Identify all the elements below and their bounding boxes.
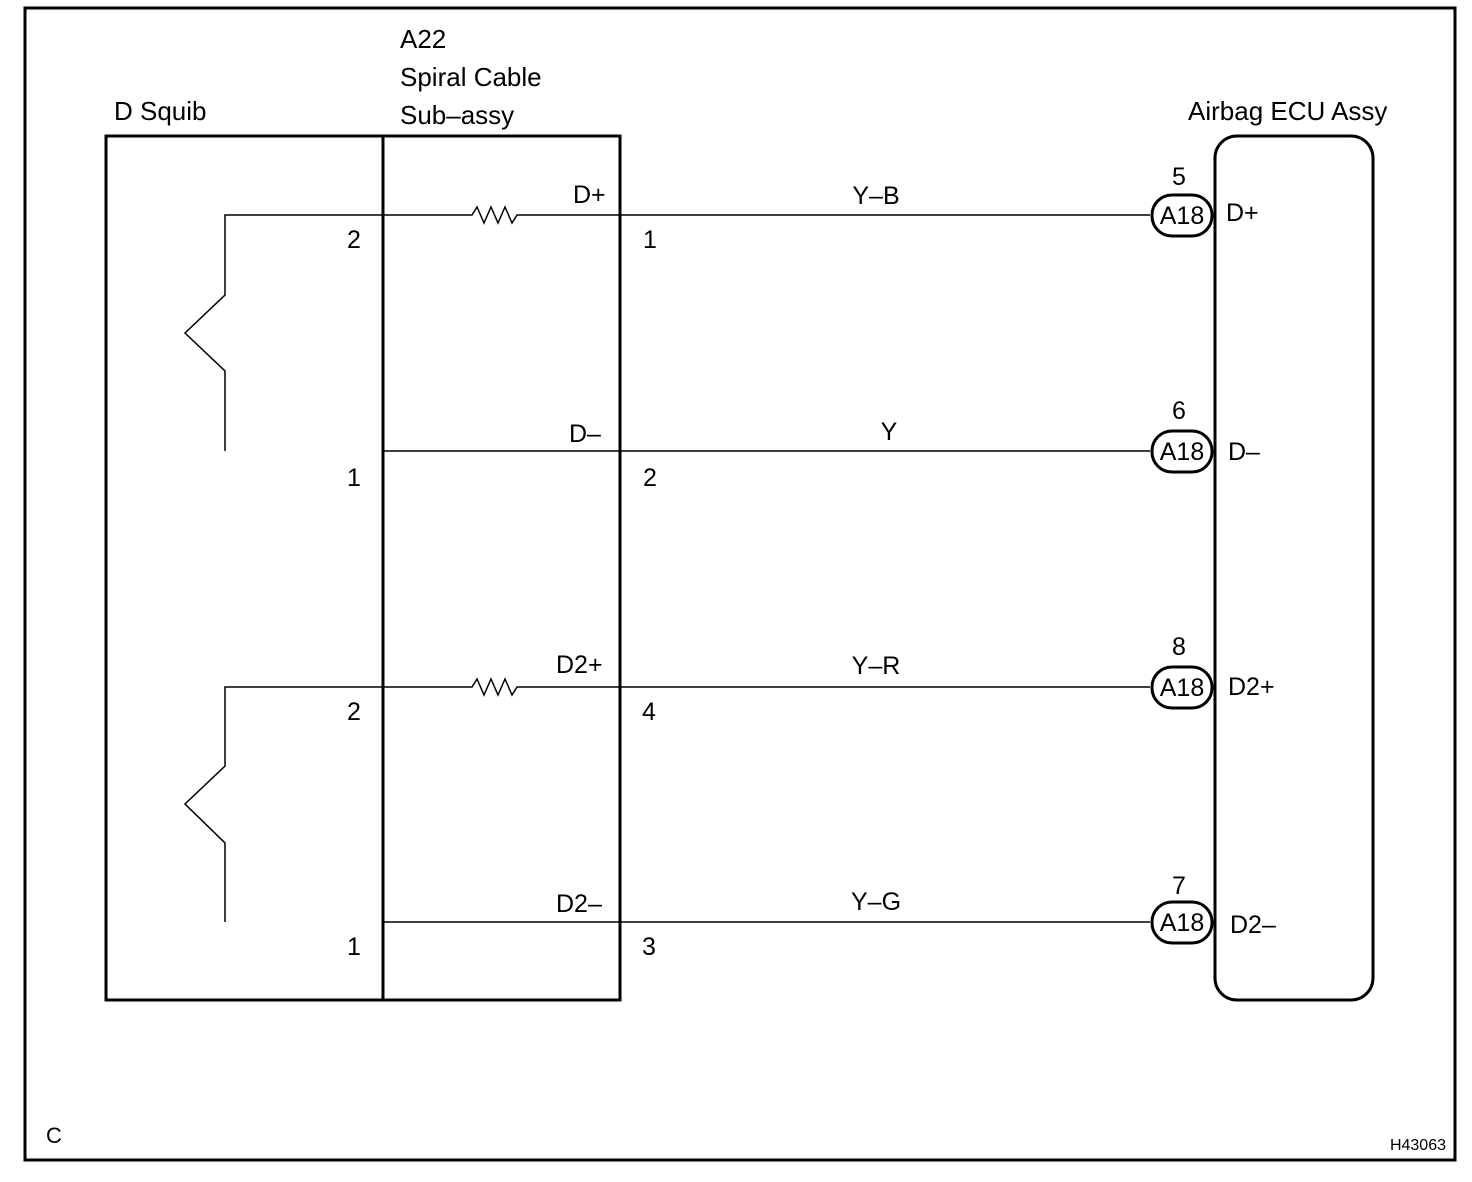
wire-color-label: Y	[881, 418, 898, 446]
ecu-label: Airbag ECU Assy	[1188, 96, 1387, 126]
squib-element-1	[183, 214, 383, 451]
spiral-signal-label: D2+	[556, 651, 603, 679]
ecu-box	[1213, 134, 1375, 1002]
spiral-signal-label: D2–	[556, 890, 602, 918]
squib-label: D Squib	[114, 96, 207, 126]
figure-id: H43063	[1390, 1137, 1446, 1154]
spiral-pin-label: 1	[643, 226, 657, 254]
connector-label: A18	[1160, 674, 1204, 702]
spiral-cable-label-2: Spiral Cable	[400, 62, 542, 92]
wire-color-label: Y–G	[851, 888, 901, 916]
ecu-terminal-label: D2+	[1228, 673, 1275, 701]
wire-color-label: Y–R	[852, 652, 901, 680]
ecu-terminal-label: D+	[1226, 199, 1259, 227]
wire-color-label: Y–B	[852, 182, 899, 210]
wire-d2-plus	[383, 677, 1150, 697]
ecu-pin-number: 6	[1172, 397, 1186, 425]
connector-oval	[1150, 193, 1214, 238]
circuit-d-plus: 2 D+ 1 Y–B 5 A18 D+	[347, 163, 1259, 254]
diagram-frame	[23, 6, 1457, 1162]
squib-pin-label: 2	[347, 698, 361, 726]
spiral-cable-label-3: Sub–assy	[400, 100, 514, 130]
connector-oval	[1150, 429, 1214, 474]
squib-pin-label: 2	[347, 226, 361, 254]
squib-pin-label: 1	[347, 933, 361, 961]
connector-label: A18	[1160, 202, 1204, 230]
connector-oval	[1150, 665, 1214, 710]
circuit-d2-plus: 2 D2+ 4 Y–R 8 A18 D2+	[347, 633, 1275, 726]
squib-pin-label: 1	[347, 464, 361, 492]
squib-element-2	[183, 686, 383, 922]
ecu-pin-number: 7	[1172, 872, 1186, 900]
spiral-pin-label: 4	[642, 698, 656, 726]
connector-label: A18	[1160, 438, 1204, 466]
spiral-signal-label: D–	[569, 420, 601, 448]
spiral-signal-label: D+	[573, 181, 606, 209]
circuit-d-minus: 1 D– 2 Y 6 A18 D–	[347, 397, 1260, 492]
ecu-terminal-label: D2–	[1230, 911, 1276, 939]
spiral-pin-label: 2	[643, 464, 657, 492]
squib-box	[104, 134, 622, 1002]
corner-letter: C	[46, 1123, 62, 1148]
connector-oval	[1150, 900, 1214, 945]
ecu-pin-number: 5	[1172, 163, 1186, 191]
spiral-cable-label-1: A22	[400, 24, 446, 54]
ecu-terminal-label: D–	[1228, 438, 1260, 466]
circuit-d2-minus: 1 D2– 3 Y–G 7 A18 D2–	[347, 872, 1276, 961]
wire-d-plus	[383, 205, 1150, 225]
spiral-pin-label: 3	[642, 933, 656, 961]
connector-label: A18	[1160, 909, 1204, 937]
ecu-pin-number: 8	[1172, 633, 1186, 661]
